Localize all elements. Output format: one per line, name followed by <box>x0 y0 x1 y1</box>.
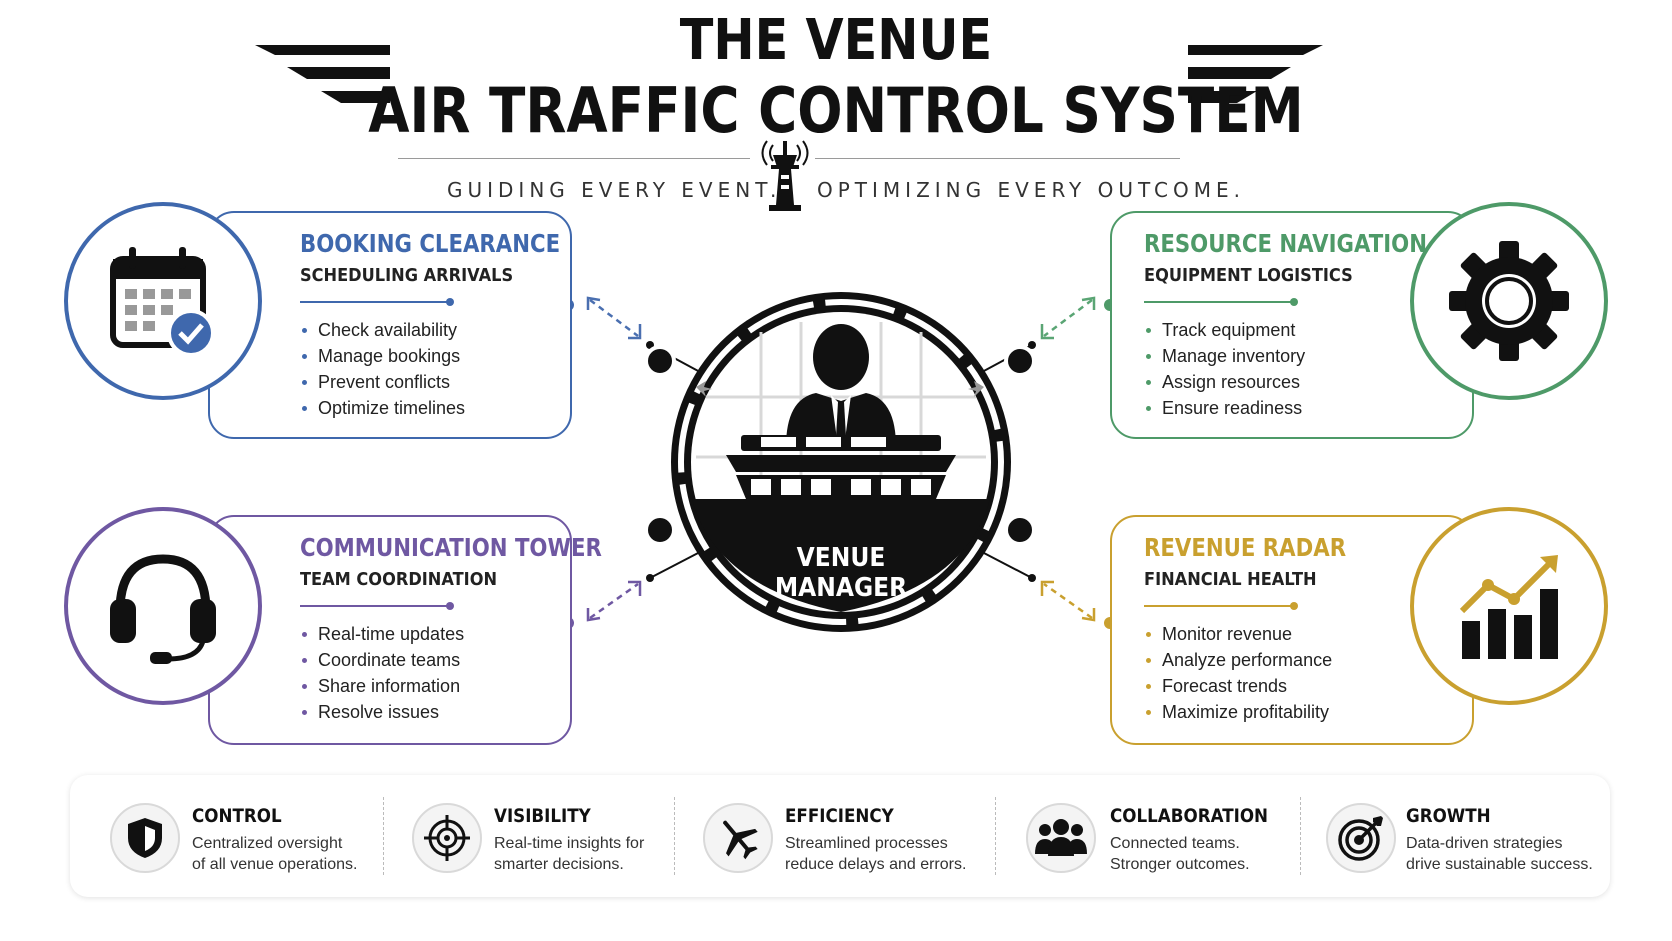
feature-title: EFFICIENCY <box>785 805 894 827</box>
feature-growth: GROWTH Data-driven strategies drive sust… <box>1326 775 1596 897</box>
center-label-line-2: MANAGER <box>774 573 908 603</box>
feature-icon-circle <box>703 803 773 873</box>
list-item: Resolve issues <box>300 699 464 725</box>
feature-line-2: reduce delays and errors. <box>785 856 967 873</box>
feature-title: CONTROL <box>192 805 282 827</box>
card-bullets: Check availability Manage bookings Preve… <box>300 317 465 421</box>
feature-separator <box>1300 797 1301 875</box>
card-subtitle: EQUIPMENT LOGISTICS <box>1144 265 1353 286</box>
list-item: Optimize timelines <box>300 395 465 421</box>
feature-title: COLLABORATION <box>1110 805 1269 827</box>
feature-description: Streamlined processes reduce delays and … <box>785 833 966 875</box>
center-label-line-1: VENUE <box>796 543 886 573</box>
card-rule <box>300 602 454 610</box>
divider-right <box>815 158 1180 159</box>
feature-title: VISIBILITY <box>494 805 591 827</box>
feature-line-2: of all venue operations. <box>192 856 358 873</box>
center-label: VENUE MANAGER <box>751 543 931 603</box>
team-icon <box>1035 819 1087 856</box>
card-title: COMMUNICATION TOWER <box>300 533 602 562</box>
right-wing-decoration <box>1188 45 1323 103</box>
growth-chart-icon <box>1459 555 1558 659</box>
list-item: Real-time updates <box>300 621 464 647</box>
card-title: REVENUE RADAR <box>1144 533 1347 562</box>
revenue-icon-circle <box>1410 507 1608 705</box>
card-bullets: Monitor revenue Analyze performance Fore… <box>1144 621 1332 725</box>
feature-separator <box>383 797 384 875</box>
list-item: Coordinate teams <box>300 647 464 673</box>
feature-line-1: Centralized oversight <box>192 835 343 852</box>
airplane-icon <box>722 820 758 860</box>
booking-clearance-card: BOOKING CLEARANCE SCHEDULING ARRIVALS Ch… <box>208 211 572 439</box>
feature-line-1: Connected teams. <box>1110 835 1240 852</box>
left-wing-decoration <box>255 45 390 103</box>
list-item: Share information <box>300 673 464 699</box>
feature-collaboration: COLLABORATION Connected teams. Stronger … <box>1026 775 1296 897</box>
feature-description: Connected teams. Stronger outcomes. <box>1110 833 1250 875</box>
communication-tower-card: COMMUNICATION TOWER TEAM COORDINATION Re… <box>208 515 602 745</box>
card-subtitle: TEAM COORDINATION <box>300 569 498 590</box>
booking-icon-circle <box>64 202 262 400</box>
features-bar: CONTROL Centralized oversight of all ven… <box>70 775 1610 897</box>
feature-title: GROWTH <box>1406 805 1491 827</box>
resource-icon-circle <box>1410 202 1608 400</box>
emblem-nodes <box>644 345 1036 546</box>
feature-icon-circle <box>1026 803 1096 873</box>
card-title: RESOURCE NAVIGATION <box>1144 229 1428 258</box>
card-rule <box>1144 298 1298 306</box>
tagline-right: OPTIMIZING EVERY OUTCOME. <box>817 178 1246 202</box>
control-tower-icon <box>761 140 809 211</box>
feature-description: Real-time insights for smarter decisions… <box>494 833 644 875</box>
card-subtitle: SCHEDULING ARRIVALS <box>300 265 514 286</box>
card-bullets: Track equipment Manage inventory Assign … <box>1144 317 1305 421</box>
card-rule <box>300 298 454 306</box>
title-line-2: AIR TRAFFIC CONTROL SYSTEM <box>368 74 1304 147</box>
feature-line-2: Stronger outcomes. <box>1110 856 1250 873</box>
card-rule <box>1144 602 1298 610</box>
list-item: Ensure readiness <box>1144 395 1305 421</box>
crosshair-icon <box>424 815 470 861</box>
feature-icon-circle <box>412 803 482 873</box>
feature-line-1: Data-driven strategies <box>1406 835 1563 852</box>
feature-efficiency: EFFICIENCY Streamlined processes reduce … <box>703 775 973 897</box>
gear-icon <box>1449 241 1569 361</box>
list-item: Check availability <box>300 317 465 343</box>
card-subtitle: FINANCIAL HEALTH <box>1144 569 1317 590</box>
headset-icon <box>110 554 216 664</box>
feature-visibility: VISIBILITY Real-time insights for smarte… <box>412 775 672 897</box>
feature-line-2: drive sustainable success. <box>1406 856 1593 873</box>
feature-line-1: Real-time insights for <box>494 835 645 852</box>
venue-manager-emblem <box>671 292 1011 632</box>
list-item: Prevent conflicts <box>300 369 465 395</box>
shield-icon <box>128 818 162 858</box>
card-bullets: Real-time updates Coordinate teams Share… <box>300 621 464 725</box>
title-line-1: THE VENUE <box>679 8 993 73</box>
divider-left <box>398 158 750 159</box>
feature-description: Centralized oversight of all venue opera… <box>192 833 357 875</box>
feature-line-1: Streamlined processes <box>785 835 948 852</box>
list-item: Forecast trends <box>1144 673 1332 699</box>
feature-description: Data-driven strategies drive sustainable… <box>1406 833 1593 875</box>
calendar-check-icon <box>110 247 215 357</box>
list-item: Manage bookings <box>300 343 465 369</box>
feature-icon-circle <box>1326 803 1396 873</box>
feature-separator <box>674 797 675 875</box>
feature-control: CONTROL Centralized oversight of all ven… <box>110 775 370 897</box>
list-item: Manage inventory <box>1144 343 1305 369</box>
list-item: Track equipment <box>1144 317 1305 343</box>
list-item: Assign resources <box>1144 369 1305 395</box>
communication-icon-circle <box>64 507 262 705</box>
card-title: BOOKING CLEARANCE <box>300 229 561 258</box>
list-item: Monitor revenue <box>1144 621 1332 647</box>
feature-separator <box>995 797 996 875</box>
feature-icon-circle <box>110 803 180 873</box>
feature-line-2: smarter decisions. <box>494 856 624 873</box>
tagline-left: GUIDING EVERY EVENT. <box>447 178 782 202</box>
list-item: Analyze performance <box>1144 647 1332 673</box>
list-item: Maximize profitability <box>1144 699 1332 725</box>
target-icon <box>1338 816 1383 861</box>
